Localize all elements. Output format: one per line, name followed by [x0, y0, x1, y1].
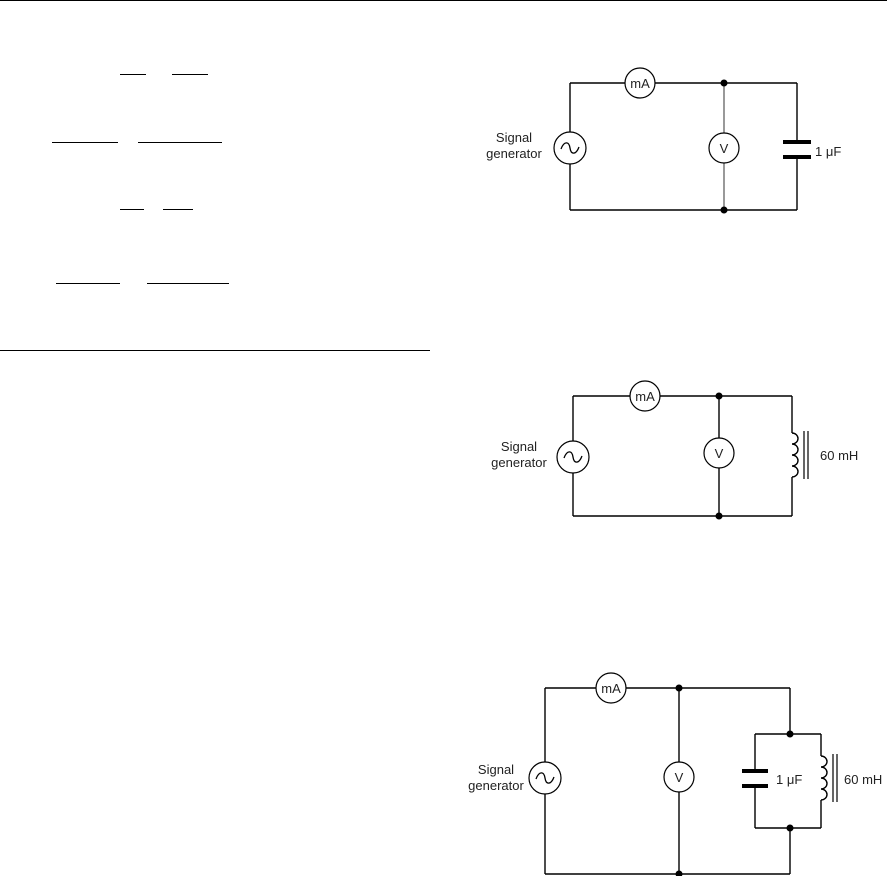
capacitor-label: 1 μF [815, 144, 841, 159]
voltmeter: V [708, 132, 740, 164]
fraction-line [172, 74, 208, 75]
junction-dot [786, 730, 794, 738]
inductor-label: 60 mH [844, 772, 882, 787]
circuit-parallel-lc-diagram: mA V Signal generator 1 μF 60 mH [468, 672, 882, 876]
voltmeter: V [703, 437, 735, 469]
junction-dot [715, 512, 723, 520]
circuit-capacitor-diagram: mA V Signal generator 1 μF [486, 67, 841, 214]
voltmeter: V [663, 761, 695, 793]
inductor-label: 60 mH [820, 448, 858, 463]
milliammeter: mA [629, 380, 661, 412]
signal-generator-symbol [553, 131, 587, 165]
capacitor-symbol [742, 769, 768, 773]
svg-text:mA: mA [601, 681, 621, 696]
capacitor-symbol [783, 140, 811, 144]
capacitor-label: 1 μF [776, 772, 802, 787]
fraction-line [120, 209, 144, 210]
fraction-line [52, 142, 118, 143]
source-label: Signal [501, 439, 537, 454]
signal-generator-symbol [528, 761, 562, 795]
circuit-inductor-diagram: mA V Signal generator 60 mH [491, 380, 858, 520]
milliammeter: mA [624, 67, 656, 99]
junction-dot [786, 824, 794, 832]
page-top-rule [0, 0, 887, 1]
inductor-symbol [820, 754, 838, 802]
svg-text:mA: mA [630, 76, 650, 91]
source-label: Signal [496, 130, 532, 145]
signal-generator-symbol [556, 440, 590, 474]
junction-dot [675, 870, 683, 876]
fraction-line [163, 209, 193, 210]
inductor-symbol [791, 431, 809, 479]
junction-dot [675, 684, 683, 692]
junction-dot [720, 206, 728, 214]
source-label: generator [491, 455, 547, 470]
svg-text:V: V [720, 141, 729, 156]
junction-dot [715, 392, 723, 400]
svg-text:mA: mA [635, 389, 655, 404]
svg-text:V: V [715, 446, 724, 461]
source-label: generator [468, 778, 524, 793]
svg-text:V: V [675, 770, 684, 785]
source-label: generator [486, 146, 542, 161]
fraction-line [56, 283, 120, 284]
section-divider-rule [0, 350, 430, 351]
junction-dot [720, 79, 728, 87]
fraction-line [138, 142, 222, 143]
source-label: Signal [478, 762, 514, 777]
milliammeter: mA [595, 672, 627, 704]
fraction-line [120, 74, 146, 75]
fraction-line [147, 283, 229, 284]
